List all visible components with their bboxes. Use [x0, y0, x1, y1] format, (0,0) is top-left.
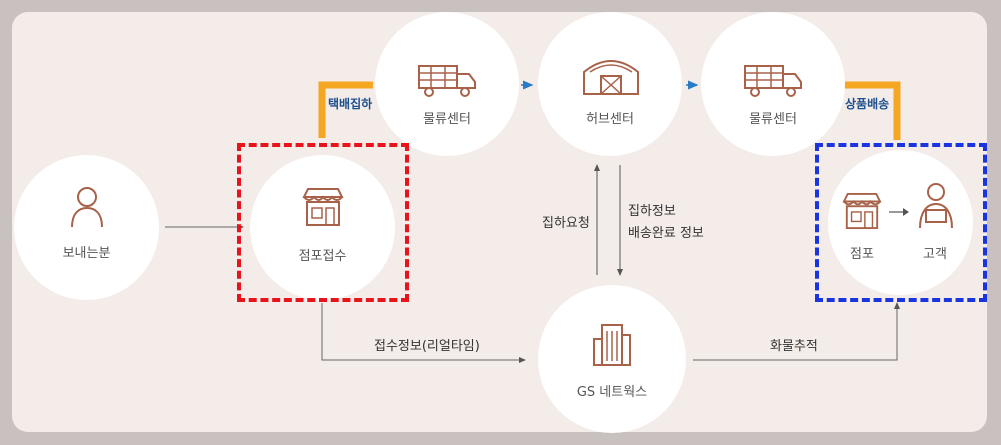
- pickup-info-label-line2: 배송완료 정보: [628, 226, 704, 241]
- receipt-info-label: 접수정보(리얼타임): [374, 339, 480, 354]
- pickup-request-label: 집하요청: [542, 216, 590, 231]
- delivery-label: 상품배송: [845, 97, 890, 111]
- truck-icon: [418, 65, 476, 97]
- destination-node: 점포 고객: [828, 150, 973, 295]
- hub-center-label: 허브센터: [586, 112, 634, 127]
- hub-center-node: 허브센터: [538, 12, 682, 156]
- receipt-info-arrow: [321, 303, 526, 363]
- destination-store-label: 점포: [850, 247, 874, 262]
- pickup-info-label-line1: 집하정보: [628, 204, 676, 219]
- store-receive-highlight: [237, 143, 409, 302]
- store-receive-node: 점포접수: [250, 155, 395, 300]
- destination-highlight: [815, 143, 987, 302]
- person-icon: [71, 187, 103, 228]
- pickup-label: 택배집하: [328, 97, 373, 111]
- tracking-label: 화물추적: [770, 339, 818, 354]
- truck-icon: [744, 65, 802, 97]
- tracking-arrow: [693, 302, 900, 361]
- sender-label: 보내는분: [62, 246, 111, 261]
- arrow-right-icon: [889, 208, 909, 216]
- logistics-center-left-label: 물류센터: [423, 112, 471, 127]
- delivery-person-icon: [919, 183, 953, 229]
- sender-node: 보내는분: [14, 155, 159, 300]
- store-icon: [302, 188, 344, 226]
- gs-networks-node: GS 네트웍스: [538, 285, 686, 433]
- gs-networks-label: GS 네트웍스: [576, 385, 648, 400]
- customer-label: 고객: [923, 247, 947, 262]
- logistics-center-right-node: 물류센터: [701, 12, 845, 156]
- warehouse-icon: [583, 60, 639, 95]
- pickup-orange-connector: [318, 81, 373, 138]
- logistics-center-right-label: 물류센터: [749, 112, 797, 127]
- logistics-center-left-node: 물류센터: [375, 12, 519, 156]
- delivery-orange-connector: [843, 81, 901, 140]
- store-icon: [842, 192, 882, 230]
- store-receive-label: 점포접수: [298, 249, 347, 264]
- building-icon: [593, 324, 631, 366]
